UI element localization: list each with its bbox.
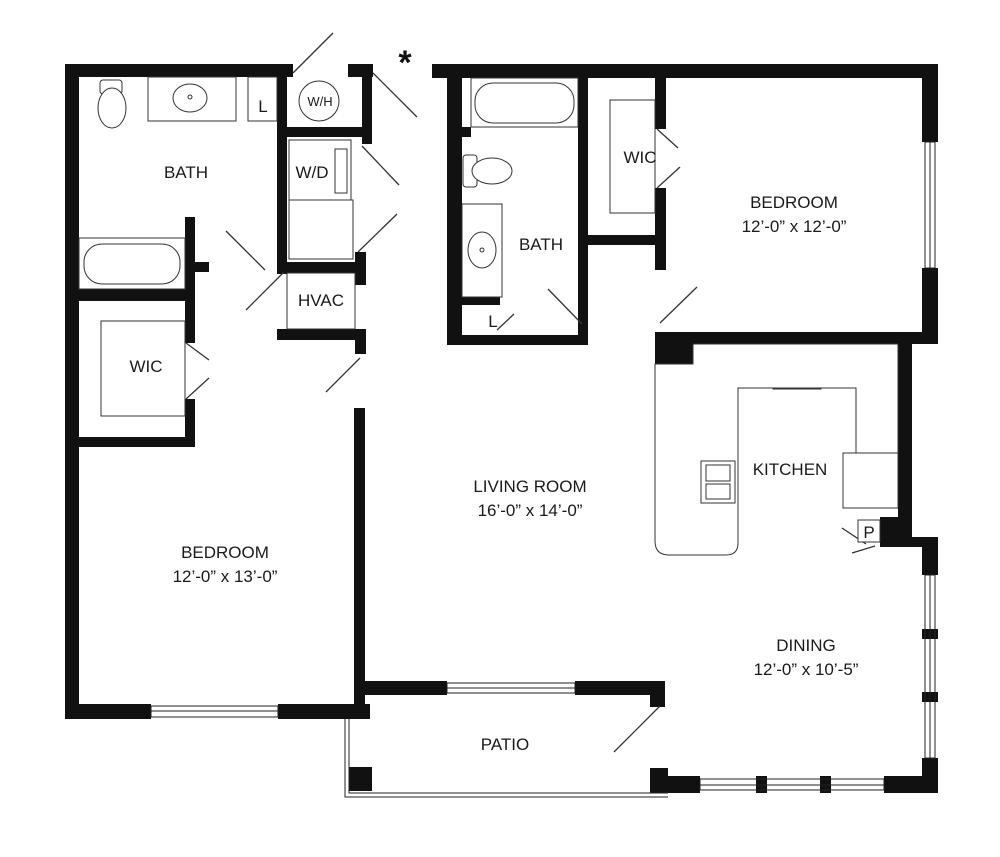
room-label-wic-left: WIC <box>129 357 162 376</box>
bathtub-icon <box>78 237 186 290</box>
room-label-laundry: L <box>258 97 267 116</box>
room-size-living: 16’-0” x 14’-0” <box>478 501 583 520</box>
room-label-kitchen: KITCHEN <box>753 460 828 479</box>
room-label-wh: W/H <box>307 94 332 109</box>
room-label-bath-left: BATH <box>164 163 208 182</box>
room-label-linen-right: L <box>488 312 497 331</box>
room-label-living: LIVING ROOM <box>473 477 586 496</box>
windows <box>150 141 936 798</box>
sink-icon <box>461 203 503 298</box>
room-label-bath-right: BATH <box>519 235 563 254</box>
water-heater-icon <box>298 80 340 122</box>
room-label-patio: PATIO <box>481 735 530 754</box>
room-label-wic-right: WIC <box>623 148 656 167</box>
room-label-hvac: HVAC <box>298 291 344 310</box>
room-size-bedroom-left: 12’-0” x 13’-0” <box>173 567 278 586</box>
bathtub-icon <box>470 77 579 128</box>
room-size-bedroom-right: 12’-0” x 12’-0” <box>742 217 847 236</box>
room-label-pantry: P <box>863 523 874 542</box>
toilet-icon <box>462 154 513 188</box>
labels: * BATH W/H L W/D HVAC WIC BEDROOM 12’-0”… <box>129 44 874 754</box>
room-label-wd: W/D <box>295 163 328 182</box>
room-label-dining: DINING <box>776 636 836 655</box>
room-label-bedroom-left: BEDROOM <box>181 543 269 562</box>
room-label-bedroom-right: BEDROOM <box>750 193 838 212</box>
toilet-icon <box>97 79 127 129</box>
room-size-dining: 12’-0” x 10’-5” <box>754 660 859 679</box>
fixtures <box>78 76 899 556</box>
refrigerator-icon <box>842 452 899 509</box>
sink-icon <box>700 460 736 504</box>
sink-icon <box>147 76 237 122</box>
walls <box>65 64 938 793</box>
entry-marker: * <box>398 44 412 82</box>
